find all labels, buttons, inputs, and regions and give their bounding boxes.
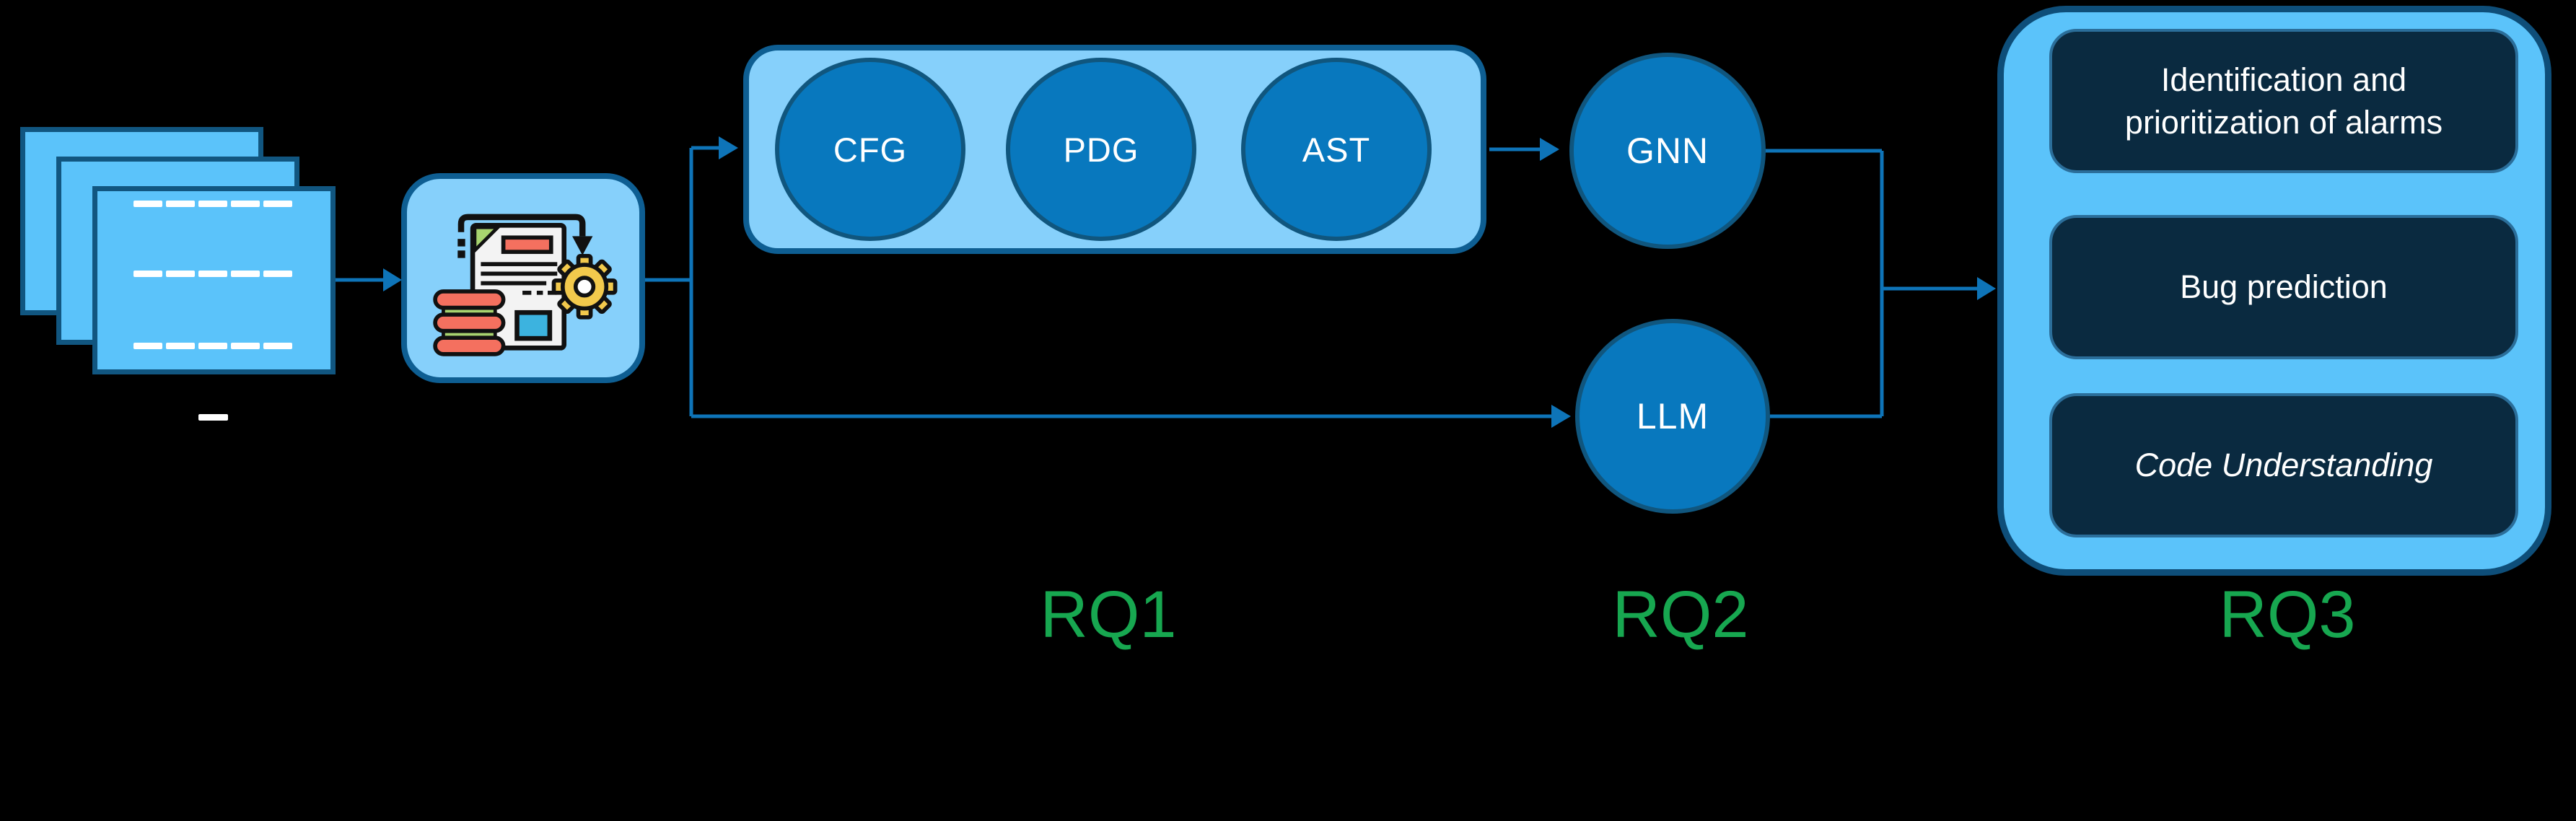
arrowhead-icon — [383, 268, 402, 291]
node-pdg: PDG — [1006, 58, 1196, 241]
outcome-item-bug-prediction: Bug prediction — [2049, 215, 2518, 359]
code-line-row — [133, 201, 292, 207]
process-icon — [433, 214, 618, 356]
code-line-row — [133, 343, 292, 349]
refresh-arrow-icon — [457, 214, 586, 237]
node-cfg: CFG — [775, 58, 965, 241]
outcome-label: Bug prediction — [2180, 268, 2388, 306]
outcome-item-code-understanding: Code Understanding — [2049, 393, 2518, 537]
node-gnn: GNN — [1569, 53, 1766, 249]
node-label: GNN — [1626, 131, 1709, 171]
label-rq2: RQ2 — [1612, 578, 1749, 651]
arrowhead-icon — [719, 136, 738, 159]
outcome-item-alarms: Identification and prioritization of ala… — [2049, 29, 2518, 173]
preprocess-box — [401, 173, 645, 383]
gear-icon — [551, 253, 618, 320]
outcome-label: Identification and prioritization of ala… — [2124, 61, 2443, 141]
node-ast: AST — [1241, 58, 1432, 241]
node-label: PDG — [1063, 130, 1139, 169]
source-label-dash — [198, 414, 228, 421]
node-label: LLM — [1636, 396, 1709, 436]
arrowhead-icon — [1551, 405, 1571, 428]
node-llm: LLM — [1575, 319, 1770, 514]
database-icon — [433, 289, 506, 356]
node-label: CFG — [833, 130, 908, 169]
document-page — [92, 186, 336, 374]
node-label: AST — [1302, 130, 1371, 169]
arrowhead-icon — [1540, 138, 1559, 161]
label-rq1: RQ1 — [1040, 578, 1177, 651]
label-rq3: RQ3 — [2219, 578, 2356, 651]
arrowhead-icon — [1977, 277, 1996, 300]
outcome-label: Code Understanding — [2134, 447, 2433, 484]
code-line-row — [133, 271, 292, 277]
